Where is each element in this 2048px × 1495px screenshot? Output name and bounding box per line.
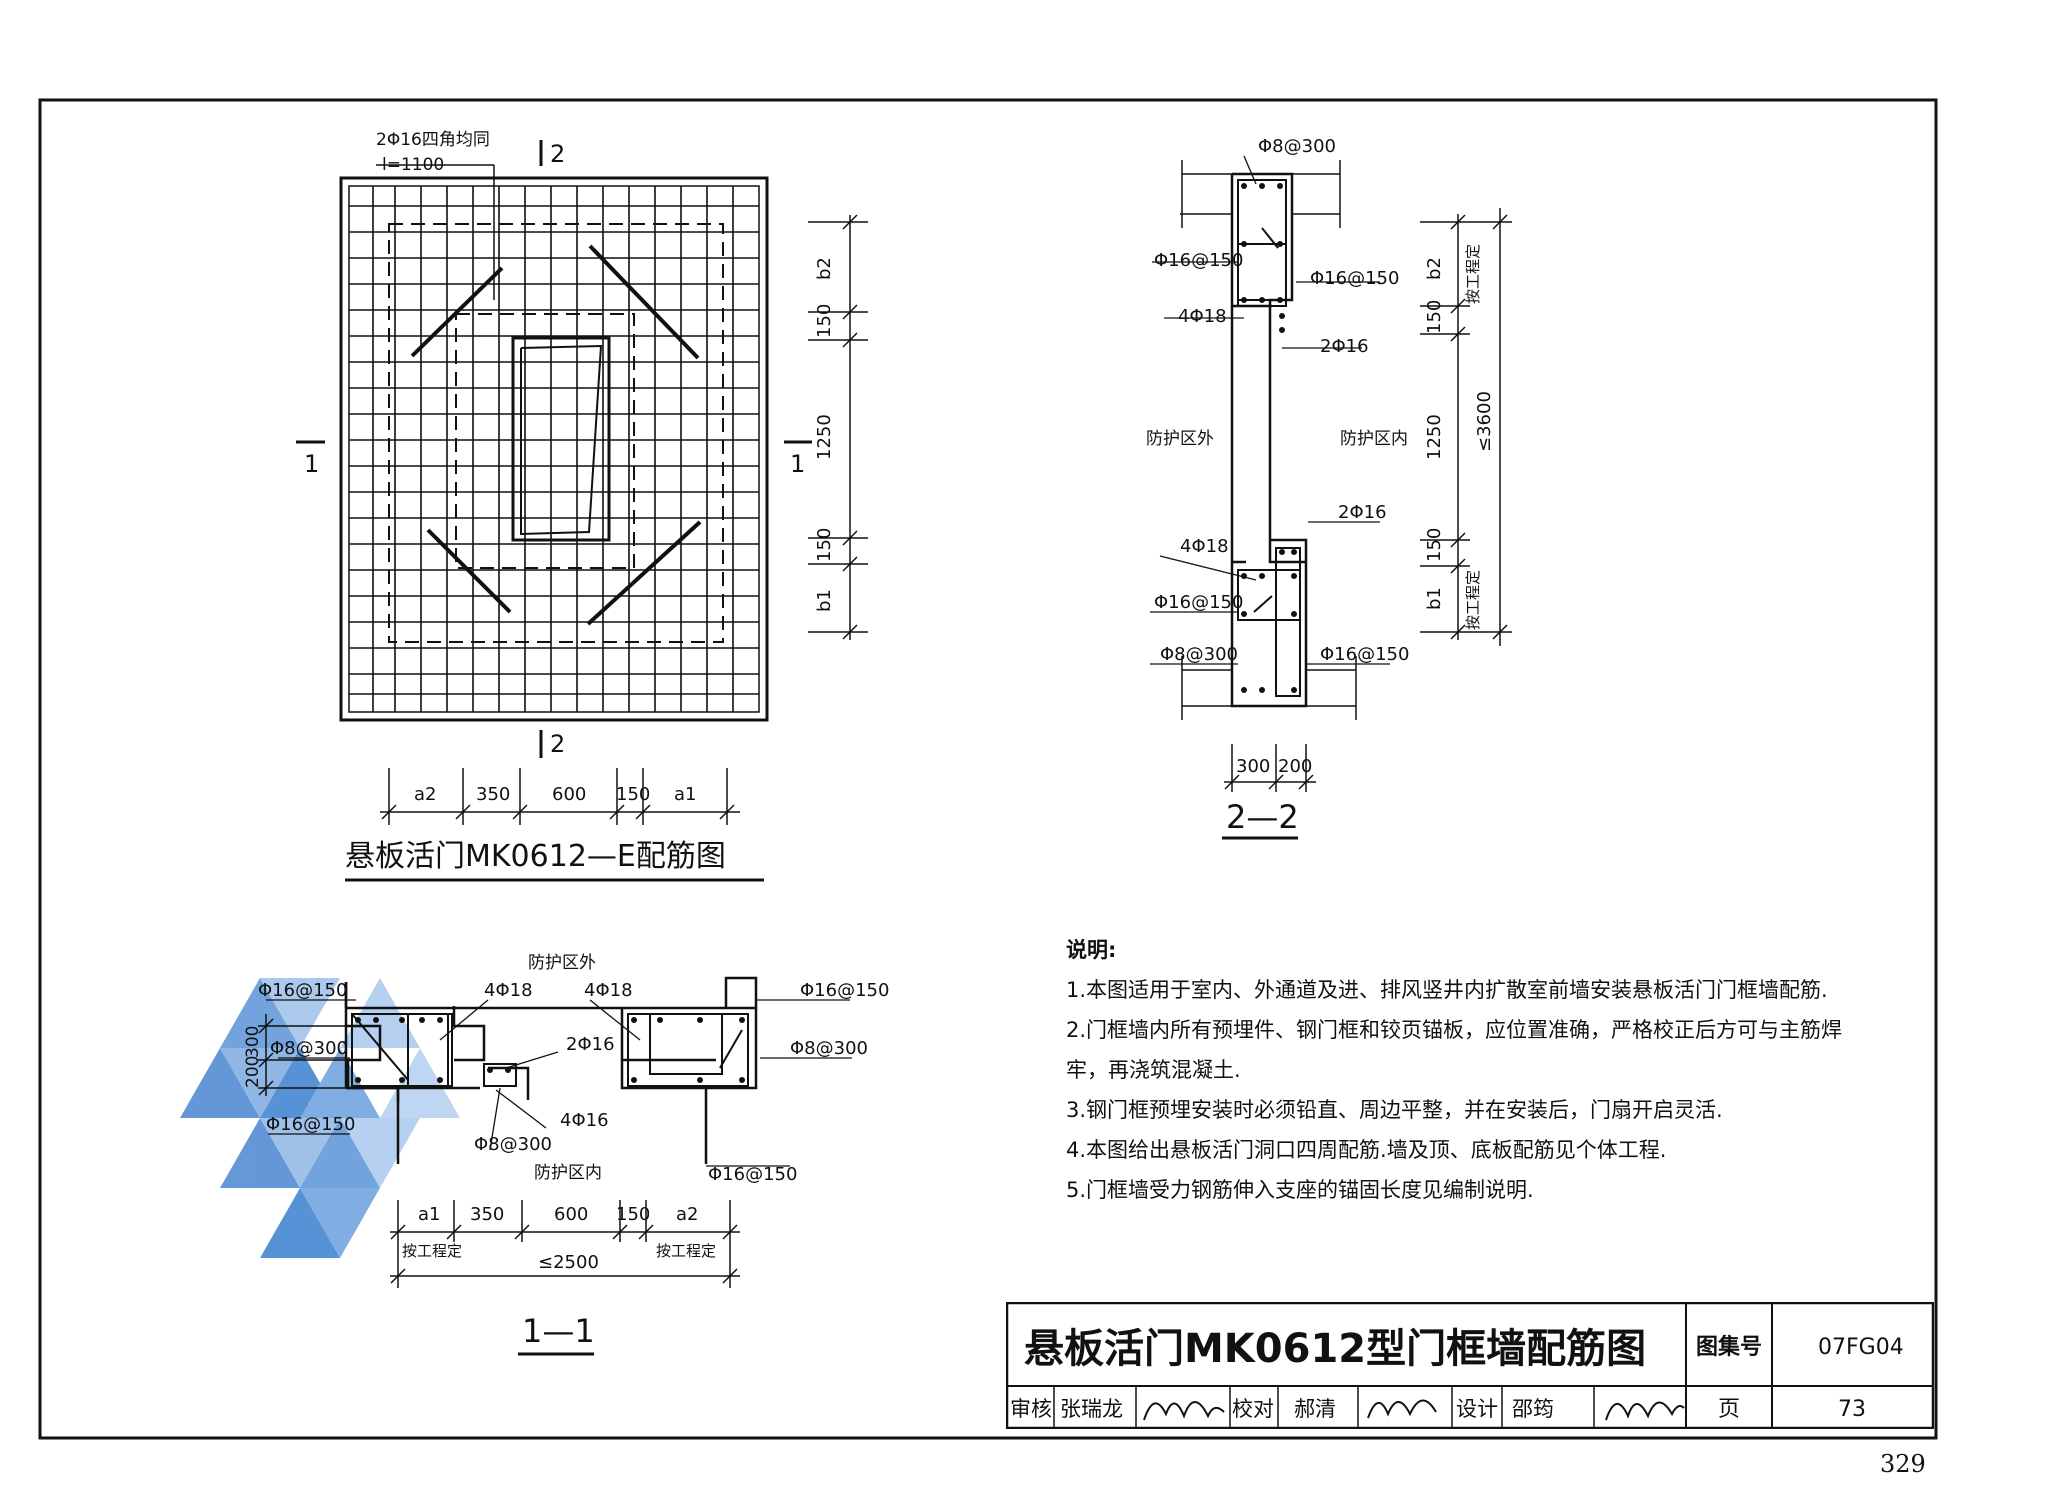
title-block-title: 悬板活门MK0612型门框墙配筋图 — [1024, 1326, 1646, 1372]
notes-block: 说明: 1.本图适用于室内、外通道及进、排风竖井内扩散室前墙安装悬板活门门框墙配… — [1066, 930, 1843, 1210]
sec11-label-tl: Φ16@150 — [258, 980, 347, 1001]
sec22-label-inside: 防护区内 — [1340, 429, 1408, 449]
checker-signature — [1367, 1399, 1437, 1419]
sec11-dim-300: 300 — [243, 1026, 263, 1058]
sec11-dim-total: ≤2500 — [538, 1252, 599, 1273]
plan-dim-b1: b1 — [814, 589, 835, 612]
sec22-dim-300: 300 — [1236, 756, 1270, 777]
plan-view: 2Φ16四角均同 l=1100 2 2 1 1 b2 150 1250 150 … — [296, 130, 868, 882]
title-block: 悬板活门MK0612型门框墙配筋图 图集号 07FG04 页 73 审核 张瑞龙… — [1006, 1302, 1934, 1429]
sec22-note-top: 按工程定 — [1464, 244, 1482, 304]
title-block-checker: 郝清 — [1294, 1397, 1336, 1421]
sec11-label-t2: 4Φ18 — [584, 980, 633, 1001]
sec11-label-r1: Φ8@300 — [790, 1038, 868, 1059]
sec11-note-left: 按工程定 — [402, 1242, 462, 1260]
sec11-caption: 1—1 — [522, 1312, 595, 1350]
note-3: 3.钢门框预埋安装时必须铅直、周边平整，并在安装后，门扇开启灵活. — [1066, 1098, 1723, 1122]
title-block-check-label: 校对 — [1232, 1397, 1274, 1421]
page-number: 329 — [1880, 1450, 1926, 1478]
plan-dim-150b: 150 — [814, 528, 835, 562]
sheet-border — [38, 98, 1938, 1440]
sec22-caption: 2—2 — [1226, 798, 1299, 836]
title-block-page-no: 73 — [1838, 1397, 1866, 1422]
sec22-label-r2: 2Φ16 — [1320, 336, 1369, 357]
sec11-label-m1: 2Φ16 — [566, 1034, 615, 1055]
title-block-designer: 邵筠 — [1512, 1397, 1554, 1421]
sec11-label-t1: 4Φ18 — [484, 980, 533, 1001]
section-1-1: 防护区外 Φ16@150 4Φ18 4Φ18 Φ16@150 Φ8@300 2Φ… — [180, 953, 889, 1356]
sec11-dim-200: 200 — [243, 1056, 263, 1088]
sec22-dim-b1: b1 — [1424, 587, 1445, 610]
sec11-label-l2: Φ16@150 — [266, 1114, 355, 1135]
sec22-label-outside: 防护区外 — [1146, 429, 1214, 449]
plan-dim-150: 150 — [616, 784, 650, 805]
sec22-note-total: ≤3600 — [1474, 391, 1495, 452]
plan-dim-600: 600 — [552, 784, 586, 805]
reviewer-signature — [1143, 1401, 1225, 1421]
sec22-label-l5: Φ8@300 — [1160, 644, 1238, 665]
sec22-dim-150b: 150 — [1424, 528, 1445, 562]
plan-dim-a1: a1 — [674, 784, 696, 805]
plan-section-left: 1 — [304, 450, 319, 478]
plan-dim-350: 350 — [476, 784, 510, 805]
note-2-cont: 牢，再浇筑混凝土. — [1066, 1058, 1241, 1082]
title-block-review-label: 审核 — [1010, 1397, 1052, 1421]
sec11-dim-350: 350 — [470, 1204, 504, 1225]
note-2: 2.门框墙内所有预埋件、钢门框和铰页锚板，应位置准确，严格校正后方可与主筋焊 — [1066, 1018, 1843, 1042]
plan-section-right: 1 — [790, 450, 805, 478]
note-1: 1.本图适用于室内、外通道及进、排风竖井内扩散室前墙安装悬板活门门框墙配筋. — [1066, 978, 1828, 1002]
sec22-dim-200: 200 — [1278, 756, 1312, 777]
sec22-label-top-stirrup: Φ8@300 — [1258, 136, 1336, 157]
designer-signature — [1605, 1401, 1685, 1421]
sec11-label-m2: 4Φ16 — [560, 1110, 609, 1131]
watermark-logo — [180, 978, 460, 1258]
sec11-label-inside: 防护区内 — [534, 1163, 602, 1183]
note-4: 4.本图给出悬板活门洞口四周配筋.墙及顶、底板配筋见个体工程. — [1066, 1138, 1667, 1162]
sec22-note-bottom: 按工程定 — [1464, 570, 1482, 630]
sec11-dim-150: 150 — [616, 1204, 650, 1225]
sec22-dim-150a: 150 — [1424, 300, 1445, 334]
note-5: 5.门框墙受力钢筋伸入支座的锚固长度见编制说明. — [1066, 1178, 1534, 1202]
title-block-design-label: 设计 — [1456, 1397, 1498, 1421]
plan-dim-b2: b2 — [814, 257, 835, 280]
plan-section-bottom: 2 — [550, 730, 565, 758]
plan-dim-1250: 1250 — [814, 414, 835, 460]
title-block-reviewer: 张瑞龙 — [1060, 1397, 1123, 1421]
sec11-dim-a1: a1 — [418, 1204, 440, 1225]
sec22-label-l2: 4Φ18 — [1178, 306, 1227, 327]
sec11-label-br: Φ16@150 — [708, 1164, 797, 1185]
sec11-label-outside: 防护区外 — [528, 953, 596, 973]
sec11-label-l1: Φ8@300 — [270, 1038, 348, 1059]
plan-caption: 悬板活门MK0612—E配筋图 — [345, 839, 726, 874]
sec11-label-tr: Φ16@150 — [800, 980, 889, 1001]
sec11-dim-a2: a2 — [676, 1204, 698, 1225]
section-2-2: Φ8@300 Φ16@150 Φ16@150 4Φ18 2Φ16 防护区外 防护… — [1146, 136, 1512, 840]
plan-section-top: 2 — [550, 140, 565, 168]
plan-dim-a2: a2 — [414, 784, 436, 805]
sec11-label-m3: Φ8@300 — [474, 1134, 552, 1155]
sec22-dim-b2: b2 — [1424, 257, 1445, 280]
sec22-dim-1250: 1250 — [1424, 414, 1445, 460]
title-block-atlas-label: 图集号 — [1696, 1334, 1762, 1360]
sec22-label-l3: 4Φ18 — [1180, 536, 1229, 557]
sec22-label-r3: 2Φ16 — [1338, 502, 1387, 523]
sec22-label-r1: Φ16@150 — [1310, 268, 1399, 289]
sec22-label-r5: Φ16@150 — [1320, 644, 1409, 665]
title-block-atlas-no: 07FG04 — [1818, 1335, 1904, 1360]
plan-dim-150a: 150 — [814, 304, 835, 338]
sec22-label-l1: Φ16@150 — [1154, 250, 1243, 271]
notes-heading: 说明: — [1066, 938, 1117, 962]
sec11-dim-600: 600 — [554, 1204, 588, 1225]
plan-rebar-note: 2Φ16四角均同 — [376, 130, 490, 150]
plan-rebar-length: l=1100 — [382, 155, 444, 175]
sec22-label-l4: Φ16@150 — [1154, 592, 1243, 613]
sec11-note-right: 按工程定 — [656, 1242, 716, 1260]
title-block-page-label: 页 — [1718, 1397, 1740, 1422]
